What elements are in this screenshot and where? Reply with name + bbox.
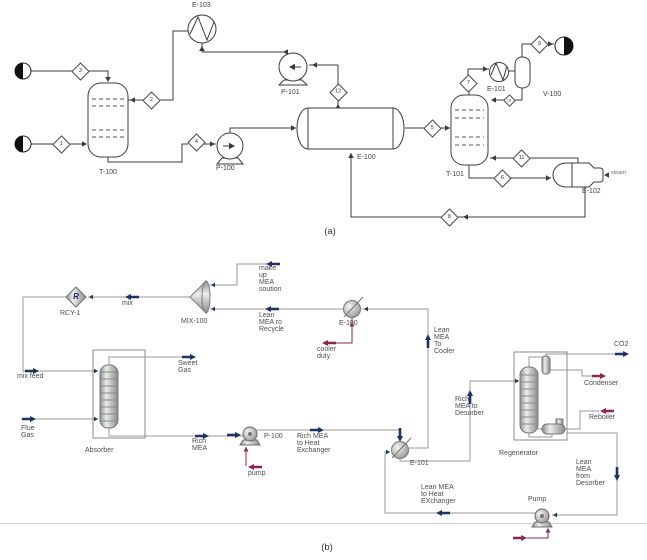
stream-label-pump-energy: pump <box>248 470 266 477</box>
regenerator-icon <box>513 351 568 441</box>
heat-exchanger-e101b-icon <box>391 437 412 459</box>
feed-stream-icon <box>14 135 32 153</box>
energy-lines <box>245 317 549 539</box>
label-p100b: P-100 <box>264 433 283 440</box>
vessel-v100-icon <box>514 56 531 89</box>
flowsheet-a <box>14 14 609 220</box>
cooler-e100-icon <box>343 296 364 318</box>
stream-label-lean-to-cooler: Lean MEA To Cooler <box>434 327 455 355</box>
label-e101b: E-101 <box>410 460 429 467</box>
flowsheet-b <box>21 261 629 541</box>
label-t100: T-100 <box>99 169 117 176</box>
label-pump: Pump <box>528 496 547 503</box>
recycle-rcy1-icon <box>65 286 87 308</box>
mixer-mix100-icon <box>189 279 211 315</box>
label-absorber: Absorber <box>85 447 114 454</box>
stream-label-mix-feed: mix feed <box>17 373 44 380</box>
stream-label-cooler-duty: cooler duty <box>317 346 337 360</box>
label-regenerator: Regenerator <box>499 450 538 457</box>
label-e101: E-101 <box>487 86 506 93</box>
stream-label-lean-to-hx: Lean MEA to Heat EXchanger <box>421 484 456 505</box>
caption-b: (b) <box>321 542 333 553</box>
column-t101 <box>450 94 489 166</box>
label-rcy1: RCY-1 <box>60 310 81 317</box>
condenser-vessel-icon <box>541 355 551 375</box>
stream-label-flue-gas: Flue Gas <box>21 425 35 439</box>
stream-label-mix: mix <box>122 300 133 307</box>
streams-b-arrows <box>22 261 629 518</box>
feed-stream-icon <box>14 62 32 80</box>
stream-label-rich-mea: Rich MEA <box>192 438 208 452</box>
label-p100: P-100 <box>216 165 235 172</box>
product-stream-icon <box>554 36 574 56</box>
label-e100: E-100 <box>357 154 376 161</box>
energy-arrows <box>243 322 614 541</box>
label-t101: T-101 <box>446 171 464 178</box>
label-e100b: E-100 <box>339 320 358 327</box>
label-e103: E-103 <box>192 2 211 9</box>
heat-exchanger-e100-icon <box>296 107 405 150</box>
label-v100: V-100 <box>543 91 562 98</box>
heat-exchanger-e103-icon <box>187 14 217 44</box>
stream-label-condenser: Condenser <box>584 380 619 387</box>
stream-label-lean-from-desorber: Lean MEA from Desorber <box>576 459 605 487</box>
pump-bottom-icon <box>531 508 553 528</box>
stream-label-make-up: make up MEA soution <box>259 265 282 293</box>
column-t100 <box>87 82 129 158</box>
pump-p101-icon <box>277 52 309 86</box>
absorber-icon <box>92 349 146 439</box>
heat-exchanger-e101-icon <box>489 61 509 82</box>
reboiler-vessel-icon <box>541 423 566 435</box>
caption-a: (a) <box>324 226 336 237</box>
stream-label-lean-recycle: Lean MEA ro Recycle <box>259 312 284 333</box>
recycle-symbol: R <box>73 292 79 301</box>
reboiler-e102-icon <box>552 162 604 188</box>
label-e102: E-102 <box>582 188 601 195</box>
label-steam: steam <box>611 170 626 176</box>
stream-label-rich-to-hx: Rich MEA to Heat Exchanger <box>297 433 331 454</box>
stream-label-rich-to-desorber: Rich MEA to Desorber <box>455 396 484 417</box>
label-mix100: MIX-100 <box>181 318 208 325</box>
stream-label-reboiler: Reboiler <box>589 414 616 421</box>
pump-p100b-icon <box>239 426 261 446</box>
stream-label-sweet-gas: Sweet Gas <box>178 360 198 374</box>
stream-label-co2: CO2 <box>614 341 629 348</box>
pump-p100-icon <box>215 132 245 165</box>
label-p101: P-101 <box>281 89 300 96</box>
